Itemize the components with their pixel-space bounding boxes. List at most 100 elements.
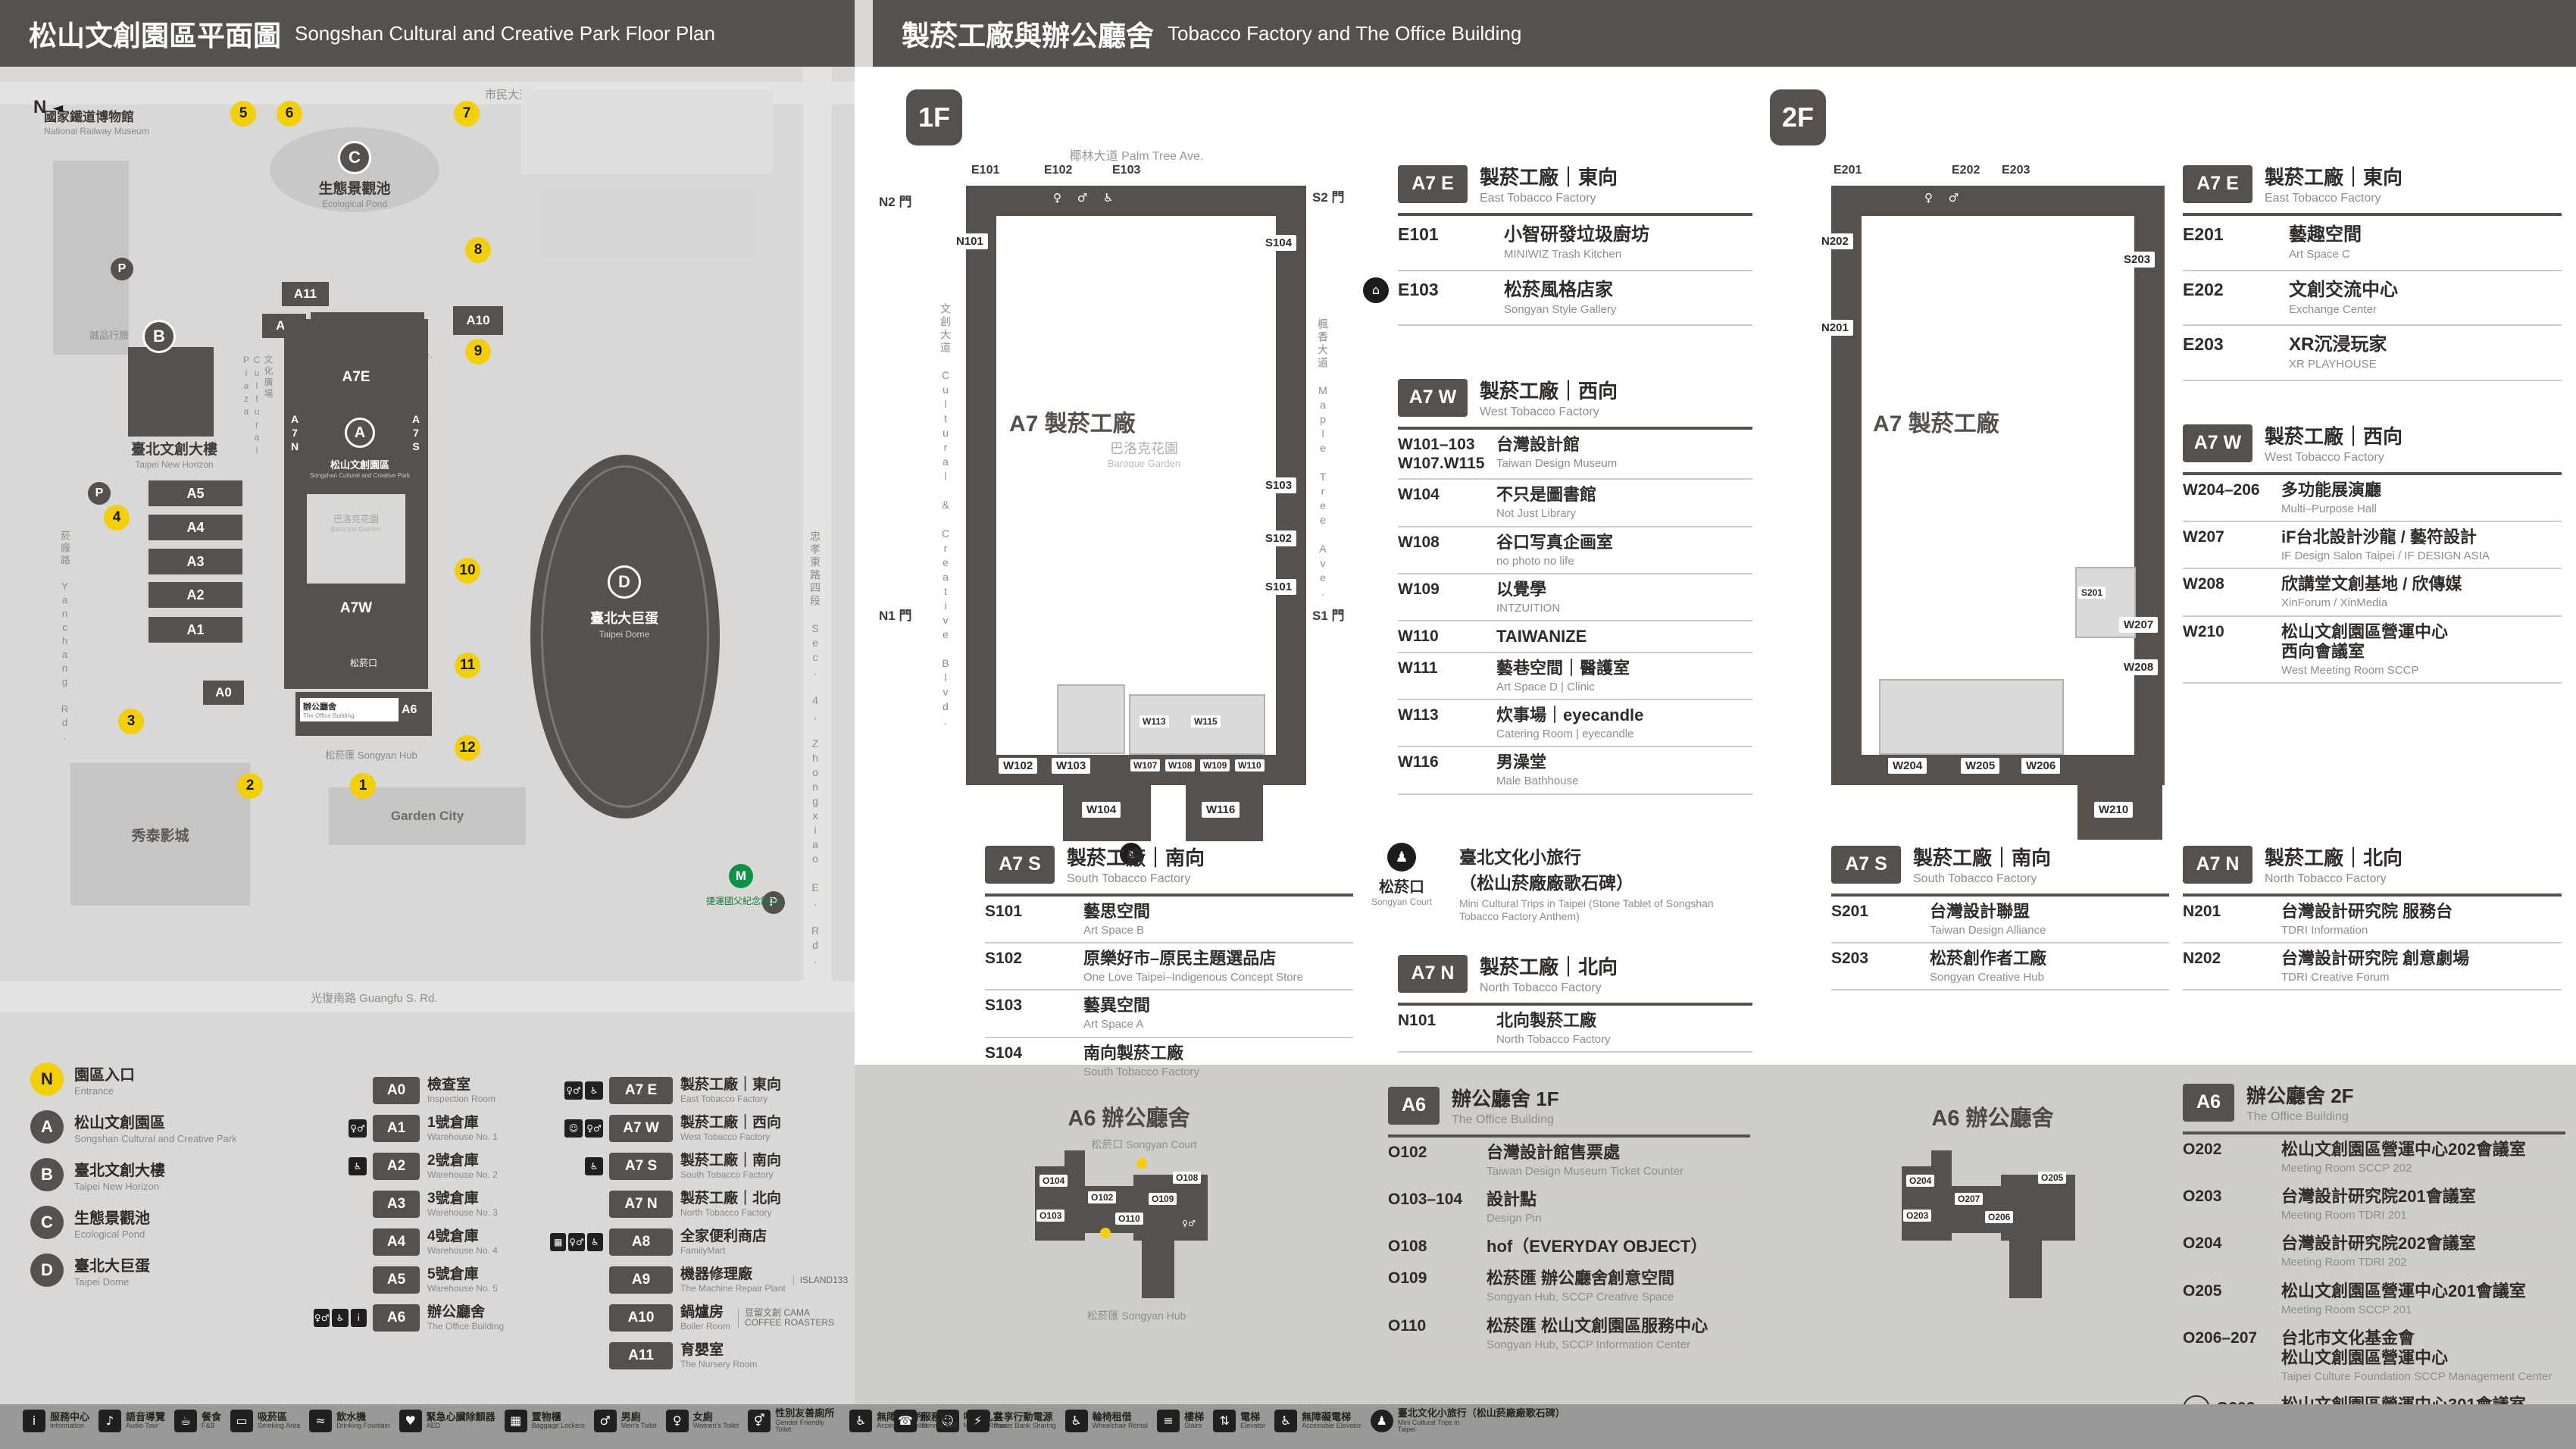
facility-zh: 樓梯: [1184, 1410, 1205, 1422]
building-badge: A8: [609, 1228, 673, 1256]
legend-building-row: A5 5號倉庫 Warehouse No. 5: [314, 1261, 546, 1299]
entrance-marker-1: 1: [350, 773, 376, 799]
new-horizon-block: [128, 347, 214, 437]
legend-markers: N 園區入口 Entrance A 松山文創園區 Songshan Cultur…: [30, 1062, 292, 1301]
room-name-zh: 台灣設計聯盟: [1930, 902, 2030, 921]
room-name-zh: 文創交流中心: [2289, 279, 2398, 300]
entrance-marker-7: 7: [454, 101, 480, 127]
room-name-zh: 男澡堂: [1496, 753, 1547, 772]
marker-badge: D: [30, 1253, 64, 1287]
plan-chip-s103: S103: [1261, 477, 1297, 493]
building-block: [539, 188, 758, 258]
room-code: O108: [1388, 1238, 1427, 1256]
facility-item: ♿ 無障礙電梯 Accessible Elevator: [1274, 1409, 1361, 1432]
building-tag-a7s: A7S: [410, 413, 422, 454]
room-code: S102: [985, 950, 1023, 968]
restroom-icon: ♀♂: [568, 1233, 585, 1251]
plan-chip-o203: O203: [1903, 1210, 1932, 1222]
room-row: E202 文創交流中心 Exchange Center: [2183, 271, 2562, 327]
room-row: E203 XR沉浸玩家 XR PLAYHOUSE: [2183, 326, 2562, 381]
service-bell-icon: ☎: [894, 1409, 917, 1432]
building-badge: A2: [373, 1153, 420, 1180]
facility-item: ▭ 吸菸區 Smoking Area: [230, 1409, 301, 1432]
aed-icon: ♥: [399, 1409, 422, 1432]
room-name-en: Meeting Room SCCP 201: [2281, 1303, 2412, 1316]
building-tag-a6: A6: [402, 703, 417, 716]
legend-en: Warehouse No. 5: [427, 1283, 498, 1294]
road-zhongxiao-label: 忠孝東路四段 Sec. 4, Zhongxiao E. Rd.: [809, 530, 821, 968]
road-guangfu: [0, 981, 855, 1012]
plan-chip-w206: W206: [2021, 758, 2061, 774]
legend-zh: 製菸工廠｜東向: [680, 1077, 782, 1093]
info-icon: i: [350, 1309, 367, 1327]
baroque-garden-label: 巴洛克花園 Baroque Garden: [330, 514, 382, 533]
facility-en: Mini Cultural Trips in Taipei: [1397, 1418, 1460, 1434]
room-name-zh: 欣講堂文創基地 / 欣傳媒: [2281, 574, 2462, 594]
legend-zh: 鍋爐房: [680, 1304, 724, 1320]
room-name-en: Art Space D | Clinic: [1496, 680, 1595, 693]
facility-en: Smoking Area: [258, 1422, 301, 1430]
mrt-label: 捷運國父紀念館站: [705, 896, 779, 906]
legend-building-row: A4 4號倉庫 Warehouse No. 4: [314, 1223, 546, 1261]
restroom-icon: ♀♂: [564, 1081, 583, 1100]
entrance-marker-8: 8: [465, 237, 491, 263]
room-name-zh: 台灣設計館: [1496, 435, 1580, 454]
plan-chip-w103: W103: [1052, 758, 1091, 774]
road-yanchang-label: 菸廠路 Yanchang Rd.: [59, 530, 70, 744]
legend-en: Taipei New Horizon: [74, 1180, 159, 1192]
plan-chip-w102: W102: [999, 758, 1038, 774]
accessible-icon: ♿: [585, 1157, 603, 1175]
facility-zh: 臺北文化小旅行（松山菸廠廠歌石碑）: [1397, 1407, 1565, 1419]
plan-chip-o103: O103: [1036, 1210, 1065, 1222]
legend-factory-row: ▦♀♂♿ A8 全家便利商店 FamilyMart: [550, 1223, 855, 1261]
legend-zh: 臺北大巨蛋: [74, 1257, 150, 1275]
legend-factory-row: A10 鍋爐房 Boiler Room 豆留文創 CAMA COFFEE ROA…: [550, 1299, 855, 1337]
room-name-zh: 台灣設計研究院202會議室: [2281, 1234, 2476, 1253]
plan-chip-s101: S101: [1261, 579, 1297, 595]
new-horizon-label: 臺北文創大樓 Taipei New Horizon: [130, 442, 217, 470]
room-name-en: Songyan Hub, SCCP Information Center: [1487, 1338, 1691, 1351]
building-badge: A4: [373, 1228, 420, 1256]
legend-en: Boiler Room: [680, 1321, 731, 1332]
building-badge: A6: [373, 1304, 420, 1332]
legend-factory: ♀♂♿ A7 E 製菸工廠｜東向 East Tobacco Factory ☺♀…: [550, 1072, 855, 1375]
legend-zh: 2號倉庫: [427, 1153, 479, 1169]
section-header: A7 N 製菸工廠｜北向 North Tobacco Factory: [2183, 843, 2562, 897]
building-tag-a5: A5: [148, 480, 242, 506]
plan1-a7-label: A7 製菸工廠: [1009, 412, 1136, 437]
facility-zh: 緊急心臟除顫器: [426, 1410, 496, 1422]
entrance-marker-12: 12: [455, 735, 480, 761]
accessible-icon: ♿: [585, 1081, 603, 1100]
gender-friendly-toilet-icon: ⚥: [748, 1409, 771, 1432]
facility-item: ♂ 男廁 Men's Toilet: [593, 1409, 657, 1432]
lockers-icon: ▦: [504, 1409, 527, 1432]
room-name-en: Taiwan Design Museum: [1496, 456, 1618, 470]
room-name-zh: 松菸匯 松山文創園區服務中心: [1487, 1316, 1708, 1335]
room-name-en: One Love Taipei–Indigenous Concept Store: [1083, 971, 1303, 984]
section-header: A7 S 製菸工廠｜南向 South Tobacco Factory: [985, 843, 1353, 897]
room-row: O108 hof（EVERYDAY OBJECT）: [1388, 1231, 1750, 1264]
section-badge: A7 N: [1398, 954, 1468, 993]
room-name-en: XR PLAYHOUSE: [2289, 358, 2377, 371]
section-badge: A7 N: [2183, 845, 2252, 884]
room-code: W116: [1398, 753, 1439, 771]
room-code2: W107.W115: [1398, 455, 1485, 473]
legend-zh: 松山文創園區: [74, 1114, 165, 1131]
a6-f2-block: [2001, 1175, 2075, 1241]
facility-zh: 飲水機: [336, 1410, 367, 1422]
plan-chip-w110: W110: [1235, 759, 1265, 771]
legend-en: FamilyMart: [680, 1245, 726, 1256]
room-code: E202: [2183, 279, 2224, 299]
plan-chip-n101: N101: [952, 233, 988, 249]
plan2-courtyard: [1862, 216, 2134, 755]
legend-factory-row: A7 N 製菸工廠｜北向 North Tobacco Factory: [550, 1185, 855, 1223]
room-row: S101 藝思空間 Art Space B: [985, 897, 1353, 944]
room-name-zh: 小智研發垃圾廚坊: [1504, 224, 1649, 245]
section-header: A7 W 製菸工廠｜西向 West Tobacco Factory: [1398, 376, 1752, 430]
room-row: N202 台灣設計研究院 創意劇場 TDRI Creative Forum: [2183, 944, 2562, 991]
cultural-plaza-label: 文化廣場 Cultural Plaza: [241, 355, 274, 458]
plan-chip-o206: O206: [1985, 1211, 2014, 1223]
building-tag-a11: A11: [282, 282, 329, 306]
facility-icons: ♀ ♂: [1924, 191, 1965, 205]
room-name-zh: 台灣設計研究院 創意劇場: [2281, 949, 2470, 969]
